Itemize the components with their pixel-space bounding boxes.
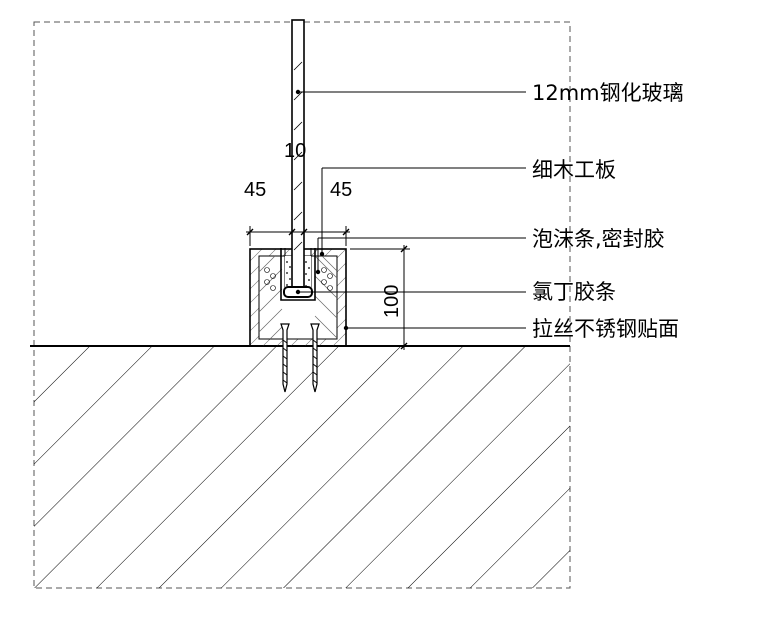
floor-substrate	[34, 346, 570, 588]
label-plywood: 细木工板	[532, 158, 616, 182]
leader-lines	[298, 91, 526, 329]
dim-base-height: 100	[381, 285, 403, 318]
label-stainless-steel: 拉丝不锈钢贴面	[532, 317, 679, 341]
vertical-dimension	[350, 245, 410, 350]
dim-left-gap: 45	[244, 179, 266, 201]
horizontal-dimension	[246, 226, 350, 246]
label-foam-sealant: 泡沫条,密封胶	[532, 227, 665, 251]
dim-glass-thickness: 10	[284, 140, 306, 162]
foam-sealant	[264, 256, 333, 291]
screws	[280, 323, 320, 393]
label-neoprene: 氯丁胶条	[532, 280, 616, 304]
leader-dots	[295, 89, 349, 331]
label-glass: 12mm钢化玻璃	[532, 81, 684, 105]
dim-right-gap: 45	[330, 179, 352, 201]
glass-panel	[291, 19, 305, 291]
